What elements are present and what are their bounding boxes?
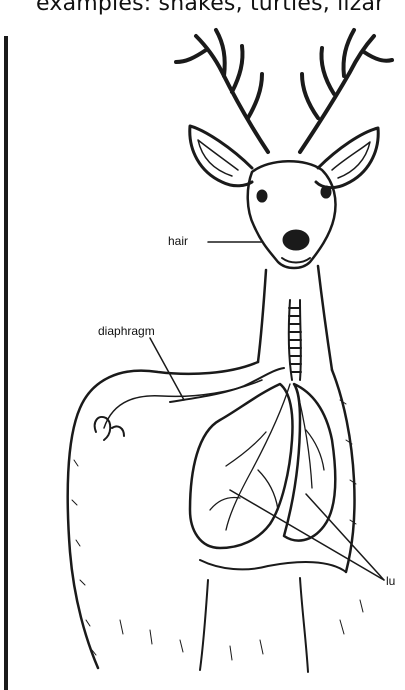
- lungs-leader-line-1: [230, 490, 384, 580]
- trachea: [289, 300, 301, 380]
- diaphragm-leader-line: [150, 338, 184, 400]
- neck-right-outline: [318, 266, 332, 370]
- shoulder-mark: [95, 417, 124, 440]
- lungs-leader-line-2: [306, 494, 384, 580]
- left-eye: [257, 190, 267, 202]
- lungs-label: lu: [386, 574, 395, 588]
- deer-mouth: [282, 258, 310, 263]
- bronchi: [210, 384, 324, 530]
- hair-label: hair: [168, 234, 188, 248]
- neck-left-outline: [258, 270, 266, 362]
- diaphragm-label: diaphragm: [98, 324, 155, 338]
- left-ear: [190, 126, 252, 186]
- deer-back: [68, 362, 258, 668]
- deer-belly: [200, 560, 346, 572]
- deer-head: [248, 161, 336, 268]
- left-lung: [190, 384, 293, 548]
- front-leg-left: [200, 580, 208, 670]
- right-eye: [321, 186, 331, 198]
- deer-nose: [283, 230, 309, 250]
- front-leg-right: [300, 578, 308, 672]
